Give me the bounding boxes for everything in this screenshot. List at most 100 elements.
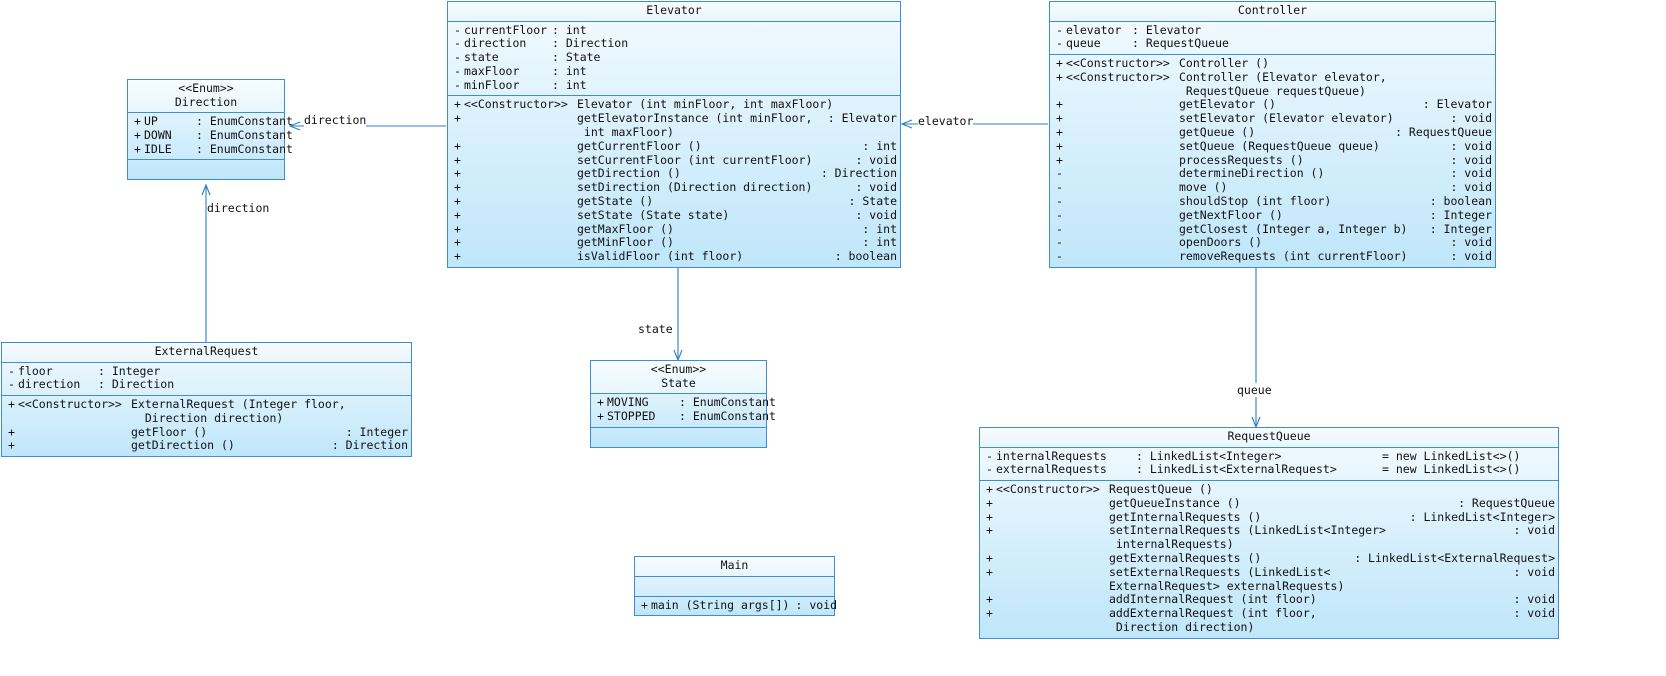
methods-compartment [128, 160, 284, 179]
visibility-marker: + [8, 397, 15, 412]
field-row: -direction: Direction [2, 377, 411, 392]
field-row: -elevator: Elevator [1050, 22, 1495, 38]
method-row: - removeRequests (int currentFloor) : void [1050, 249, 1495, 264]
field-type: : RequestQueue [1132, 36, 1229, 51]
method-row: +getDirection (): Direction [448, 167, 900, 181]
method-row: -move (): void [1050, 180, 1495, 195]
class-node-main[interactable]: Main +main (String args[]): void [634, 556, 837, 617]
method-row: +getInternalRequests (): LinkedList<Inte… [980, 510, 1558, 525]
visibility-marker: + [454, 180, 461, 195]
visibility-marker: - [1056, 36, 1063, 51]
method-return-type: : void [855, 152, 897, 167]
method-row: +setExternalRequests (LinkedList<: void [980, 564, 1558, 580]
class-node-request-queue[interactable]: RequestQueue -internalRequests: LinkedLi… [979, 427, 1559, 639]
field-type: : LinkedList<ExternalRequest> [1136, 462, 1337, 477]
method-return-type: : Elevator [1422, 97, 1492, 112]
field-row: + MOVING : EnumConstant [591, 395, 776, 410]
field-row: + STOPPED : EnumConstant [591, 408, 776, 424]
method-stereotype: <<Constructor>> [1066, 69, 1170, 84]
method-signature: setQueue (RequestQueue queue) [1179, 138, 1380, 153]
method-signature: determineDirection () [1179, 166, 1325, 181]
method-signature: removeRequests (int currentFloor) [1179, 249, 1408, 264]
method-signature: Controller () [1179, 56, 1270, 71]
field-type: : int [552, 77, 587, 92]
method-signature: isValidFloor (int floor) [577, 249, 744, 264]
class-node-direction[interactable]: <<Enum>> Direction + UP : EnumConstant +… [127, 79, 293, 181]
method-signature: getNextFloor () [1179, 207, 1283, 222]
visibility-marker: - [454, 50, 461, 65]
method-row: internalRequests) [980, 537, 1558, 552]
method-signature: internalRequests) [1109, 537, 1234, 552]
method-row: +setState (State state): void [448, 207, 900, 223]
method-row: +<<Constructor>>Controller (Elevator ele… [1050, 69, 1495, 85]
method-return-type: : int [862, 221, 897, 236]
field-row: -minFloor: int [448, 77, 900, 93]
method-signature: setExternalRequests (LinkedList< [1109, 564, 1331, 579]
method-return-type: : void [1513, 592, 1555, 607]
method-return-type: : RequestQueue [1395, 125, 1492, 140]
method-row: +processRequests (): void [1050, 153, 1495, 168]
class-node-external-request[interactable]: ExternalRequest -floor: Integer-directio… [1, 342, 412, 458]
visibility-marker: + [454, 249, 461, 264]
method-row: +setElevator (Elevator elevator): void [1050, 111, 1495, 126]
method-signature: ExternalRequest> externalRequests) [1109, 578, 1345, 593]
fields-compartment: -elevator: Elevator-queue: RequestQueue [1050, 22, 1495, 56]
method-row: - determineDirection () : void [1050, 167, 1495, 181]
class-stereotype: <<Enum>> [650, 362, 707, 376]
method-return-type: : void [1450, 249, 1492, 264]
class-stereotype: <<Enum>> [178, 81, 234, 95]
class-node-state[interactable]: <<Enum>> State + MOVING : EnumConstant +… [590, 360, 776, 448]
visibility-marker: - [454, 77, 461, 92]
visibility-marker: + [641, 597, 648, 612]
method-row: -getNextFloor (): Integer [1050, 207, 1495, 223]
method-return-type: : void [855, 207, 897, 222]
visibility-marker: - [1056, 235, 1063, 250]
method-signature: addExternalRequest (int floor, [1109, 606, 1317, 621]
visibility-marker: + [1056, 97, 1063, 112]
method-signature: Controller (Elevator elevator, [1179, 69, 1387, 84]
field-name: STOPPED [607, 408, 656, 423]
method-row: +addExternalRequest (int floor,: void [980, 606, 1558, 621]
field-name: IDLE [144, 141, 172, 156]
method-row: +getMinFloor (): int [448, 236, 900, 250]
method-row: ExternalRequest> externalRequests) [980, 578, 1558, 594]
field-name: direction [464, 36, 527, 51]
field-type: : Elevator [1132, 22, 1202, 37]
method-signature: addInternalRequest (int floor) [1109, 592, 1317, 607]
visibility-marker: + [8, 438, 15, 453]
fields-compartment: + MOVING : EnumConstant + STOPPED : Enum… [591, 394, 776, 428]
method-signature: getElevator () [1179, 97, 1276, 112]
class-title: State [661, 375, 696, 390]
method-return-type: : void [1450, 180, 1492, 195]
methods-compartment [591, 428, 766, 447]
method-row: +getDirection (): Direction [2, 439, 411, 453]
class-header-main: Main [635, 557, 834, 577]
visibility-marker: + [134, 127, 141, 142]
method-return-type: : State [848, 194, 897, 209]
method-return-type: : void [1450, 166, 1492, 181]
edge-label-elevator-state: state [638, 322, 673, 336]
visibility-marker: + [1056, 138, 1063, 153]
visibility-marker: - [1056, 180, 1063, 195]
method-row: +getExternalRequests (): LinkedList<Exte… [980, 551, 1558, 566]
visibility-marker: - [1056, 249, 1063, 264]
visibility-marker: - [1056, 207, 1063, 222]
visibility-marker: - [1056, 166, 1063, 181]
method-signature: getDirection () [577, 166, 681, 181]
method-signature: main (String args[]) [651, 597, 790, 612]
method-signature: Elevator (int minFloor, int maxFloor) [577, 97, 834, 112]
method-row: +getMaxFloor (): int [448, 221, 900, 237]
class-node-controller[interactable]: Controller -elevator: Elevator-queue: Re… [1049, 1, 1496, 269]
class-title: RequestQueue [1227, 429, 1311, 443]
field-row: + DOWN : EnumConstant [128, 127, 293, 143]
method-signature: setCurrentFloor (int currentFloor) [577, 152, 813, 167]
field-type: : EnumConstant [196, 141, 293, 156]
method-row: + getElevator () : Elevator [1050, 98, 1495, 112]
method-signature: getFloor () [131, 424, 208, 439]
field-name: state [464, 50, 499, 65]
method-row: +getFloor (): Integer [2, 424, 411, 440]
method-signature: getQueue () [1179, 125, 1256, 140]
method-return-type: : void [1513, 606, 1555, 621]
class-node-elevator[interactable]: Elevator -currentFloor: int-direction: D… [447, 1, 901, 269]
visibility-marker: - [8, 377, 15, 392]
